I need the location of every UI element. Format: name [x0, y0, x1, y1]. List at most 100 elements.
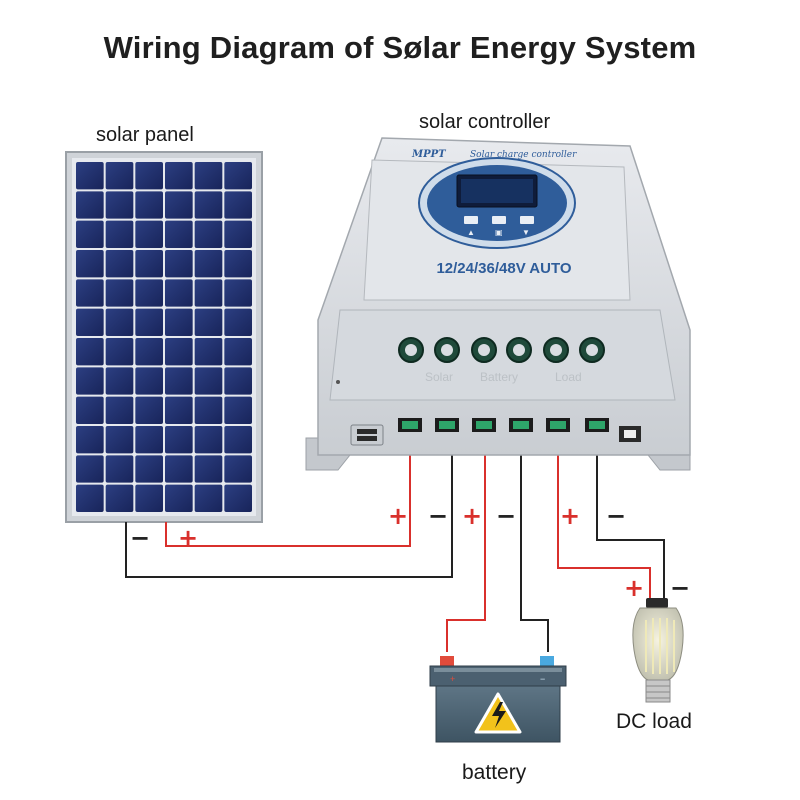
battery: + − — [429, 656, 567, 743]
terminal-screw — [439, 421, 455, 429]
solar-cell — [194, 426, 223, 454]
wires — [125, 432, 665, 652]
solar-cell — [135, 279, 163, 307]
solar-cell — [165, 396, 193, 424]
solar-cell — [105, 279, 134, 307]
solar-cell — [135, 308, 163, 336]
battery-positive-mark: + — [462, 502, 482, 530]
panel-cells — [76, 162, 252, 512]
bulb-base — [645, 679, 671, 703]
port-label-battery: Battery — [480, 370, 518, 384]
wire-load-negative — [596, 432, 665, 600]
solar-controller: MPPT Solar charge controller ▲ ▣ ▼ 12/24… — [305, 137, 691, 471]
battery-positive-terminal — [440, 656, 454, 668]
solar-cell — [135, 220, 163, 248]
terminal-screw — [513, 421, 529, 429]
solar-panel — [65, 151, 263, 523]
solar-cell — [165, 455, 193, 483]
solar-cell — [224, 191, 252, 219]
controller-button-down[interactable] — [520, 216, 534, 224]
solar-cell — [105, 308, 134, 336]
solar-cell — [194, 191, 223, 219]
terminal-screw — [550, 421, 566, 429]
terminal-screw — [476, 421, 492, 429]
terminal-screw — [589, 421, 605, 429]
solar-cell — [105, 426, 134, 454]
solar-cell — [105, 338, 134, 366]
cable-gland-hole — [513, 344, 525, 356]
solar-cell — [165, 279, 193, 307]
wire-panel-negative — [125, 432, 453, 578]
solar-cell — [76, 484, 104, 512]
load-negative-mark: − — [606, 502, 626, 530]
cable-gland-hole — [405, 344, 417, 356]
solar-cell — [165, 484, 193, 512]
bulb-cap — [646, 598, 668, 608]
solar-cell — [224, 484, 252, 512]
solar-positive-mark: + — [388, 502, 408, 530]
solar-cell — [224, 279, 252, 307]
controller-brand: MPPT — [411, 149, 447, 160]
polarity-marks: + − + − + − + − + − — [130, 502, 690, 602]
solar-cell — [135, 426, 163, 454]
solar-cell — [165, 220, 193, 248]
bulb-negative-mark: − — [670, 574, 690, 602]
terminal-screw — [402, 421, 418, 429]
voltage-label: 12/24/36/48V AUTO — [436, 260, 571, 277]
wire-load-positive — [557, 432, 651, 600]
solar-cell — [224, 455, 252, 483]
bulb-positive-mark: + — [624, 574, 644, 602]
solar-cell — [76, 250, 104, 278]
solar-cell — [224, 367, 252, 395]
solar-cell — [76, 308, 104, 336]
solar-cell — [135, 338, 163, 366]
controller-subtitle: Solar charge controller — [470, 150, 577, 160]
cable-gland-hole — [478, 344, 490, 356]
solar-panel-label: solar panel — [96, 124, 194, 146]
port-label-load: Load — [555, 370, 582, 384]
button-down-icon: ▼ — [522, 228, 530, 237]
solar-cell — [135, 250, 163, 278]
solar-cell — [165, 367, 193, 395]
solar-cell — [76, 338, 104, 366]
solar-cell — [135, 162, 163, 190]
controller-button-up[interactable] — [464, 216, 478, 224]
solar-cell — [224, 396, 252, 424]
solar-cell — [76, 220, 104, 248]
load-positive-mark: + — [560, 502, 580, 530]
solar-cell — [224, 338, 252, 366]
svg-text:+: + — [450, 674, 455, 684]
cable-gland-hole — [441, 344, 453, 356]
solar-cell — [135, 396, 163, 424]
solar-cell — [165, 426, 193, 454]
panel-negative-mark: − — [130, 524, 150, 552]
solar-cell — [135, 191, 163, 219]
solar-cell — [224, 250, 252, 278]
wire-battery-positive — [446, 432, 486, 652]
solar-cell — [76, 279, 104, 307]
panel-positive-mark: + — [178, 524, 198, 552]
bulb-glass — [632, 607, 684, 681]
solar-cell — [105, 220, 134, 248]
solar-cell — [165, 308, 193, 336]
solar-cell — [105, 250, 134, 278]
solar-cell — [224, 308, 252, 336]
battery-negative-terminal — [540, 656, 554, 668]
port-label-solar: Solar — [425, 370, 453, 384]
solar-cell — [224, 426, 252, 454]
solar-cell — [76, 426, 104, 454]
cable-glands — [398, 337, 605, 363]
solar-cell — [224, 220, 252, 248]
battery-negative-mark: − — [496, 502, 516, 530]
button-up-icon: ▲ — [467, 228, 475, 237]
solar-cell — [194, 250, 223, 278]
solar-cell — [135, 367, 163, 395]
lightning-icon — [492, 702, 506, 728]
button-set-icon: ▣ — [495, 228, 503, 237]
solar-cell — [194, 338, 223, 366]
controller-lower-panel — [329, 309, 676, 401]
controller-button-set[interactable] — [492, 216, 506, 224]
solar-controller-label: solar controller — [419, 111, 551, 133]
